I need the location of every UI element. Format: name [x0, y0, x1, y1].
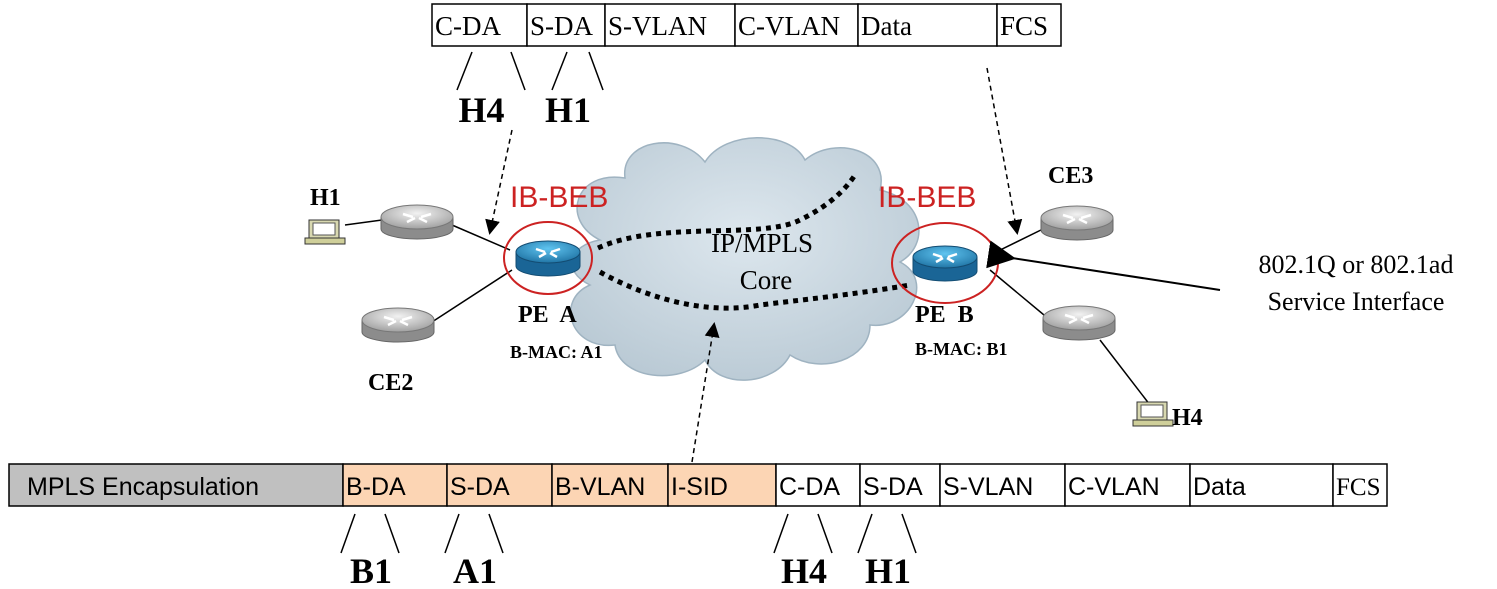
bottom-pbb-mpls-frame: MPLS Encapsulation B-DA S-DA B-VLAN I-SID C-D… [8, 463, 1388, 589]
top-field-label: C-DA [435, 11, 501, 41]
label-ce3: CE3 [1048, 163, 1093, 189]
pseudowire-upper [596, 173, 858, 251]
router-pe-b [891, 222, 999, 304]
workstation-h4 [1132, 401, 1174, 427]
router-icon [361, 307, 435, 343]
top-brace-right [510, 51, 526, 91]
bottom-field-label: I-SID [671, 473, 728, 501]
label-ib-beb-right: IB-BEB [878, 181, 976, 214]
top-header-address: H1 [545, 90, 591, 130]
bottom-field-label: FCS [1336, 474, 1380, 501]
mpls-core-cloud: IP/MPLS Core [570, 137, 920, 381]
top-field-box [526, 3, 606, 47]
core-label-line1: IP/MPLS [711, 228, 813, 258]
top-field-label: S-VLAN [608, 11, 707, 41]
router-icon [515, 240, 581, 277]
router-ce-h1 [380, 204, 454, 240]
link-ce4-h4 [1099, 339, 1151, 406]
bottom-brace-right [488, 513, 504, 554]
bottom-field-label: S-VLAN [943, 473, 1033, 501]
router-ce-h4 [1042, 305, 1116, 341]
bottom-field-label: C-DA [779, 473, 840, 501]
bottom-field-box [1332, 463, 1388, 507]
link-ce2-pea [431, 269, 513, 323]
ib-beb-ring-left [503, 221, 593, 295]
link-h1-ce [344, 219, 383, 226]
link-peb-ce3 [989, 227, 1046, 256]
router-ce2 [361, 307, 435, 343]
bottom-field-label: B-DA [346, 473, 406, 501]
label-h4-host: H4 [1172, 405, 1203, 431]
links [344, 219, 1151, 406]
bottom-brace-right [901, 513, 917, 554]
top-field-label: Data [861, 11, 912, 41]
top-field-label: S-DA [530, 11, 594, 41]
router-icon [912, 245, 978, 282]
workstation-icon [304, 219, 346, 245]
pseudowire-lower [598, 269, 911, 311]
label-h1-host: H1 [310, 185, 341, 211]
bottom-field-label: S-DA [450, 473, 510, 501]
bottom-field-box [667, 463, 777, 507]
bottom-brace-left [340, 513, 356, 554]
bottom-field-box [8, 463, 344, 507]
label-bmac-b: B-MAC: B1 [915, 339, 1008, 359]
bottom-brace-right [384, 513, 400, 554]
link-ce-pea [451, 224, 511, 251]
top-brace-right [588, 51, 604, 91]
router-ce3 [1040, 205, 1114, 241]
bottom-header-address: B1 [350, 551, 392, 589]
router-icon [1040, 205, 1114, 241]
bottom-brace-left [773, 513, 789, 554]
top-field-box [604, 3, 736, 47]
top-field-box [734, 3, 859, 47]
workstation-h1 [304, 219, 346, 245]
router-icon [1042, 305, 1116, 341]
workstation-icon [1132, 401, 1174, 427]
bottom-field-box [342, 463, 448, 507]
top-brace-left [456, 51, 473, 91]
router-icon [380, 204, 454, 240]
top-ethernet-frame: C-DA S-DA S-VLAN C-VLAN Data FCS H4 H1 [431, 3, 1062, 130]
cloud-icon [570, 137, 920, 381]
bottom-field-label: C-VLAN [1068, 473, 1160, 501]
link-peb-ce4 [989, 269, 1051, 321]
bottom-header-address: A1 [453, 551, 497, 589]
label-ce2: CE2 [368, 370, 413, 396]
bottom-header-address: H1 [865, 551, 911, 589]
service-interface-line1: 802.1Q or 802.1ad [1259, 250, 1454, 279]
bottom-field-box [939, 463, 1066, 507]
bottom-header-address: H4 [781, 551, 827, 589]
top-field-label: FCS [1000, 11, 1048, 41]
bottom-field-label: S-DA [863, 473, 923, 501]
top-field-box [857, 3, 998, 47]
bottom-brace-left [857, 513, 873, 554]
arrow-top-frame-to-peb [986, 67, 1023, 235]
top-field-box [996, 3, 1062, 47]
bottom-field-box [446, 463, 553, 507]
bottom-field-label: MPLS Encapsulation [27, 473, 259, 501]
label-ib-beb-left: IB-BEB [510, 181, 608, 214]
service-interface-arrow [986, 240, 1221, 291]
label-pe-a: PE A [518, 302, 577, 328]
router-pe-a [503, 221, 593, 295]
bottom-field-label: B-VLAN [555, 473, 645, 501]
bottom-field-box [1064, 463, 1191, 507]
top-header-address: H4 [458, 90, 504, 130]
bottom-field-box [551, 463, 669, 507]
bottom-field-label: Data [1193, 473, 1246, 501]
service-interface-line2: Service Interface [1268, 287, 1445, 316]
top-field-box [431, 3, 528, 47]
arrow-top-frame-to-pea [485, 129, 513, 235]
bottom-brace-left [444, 513, 460, 554]
top-field-label: C-VLAN [738, 11, 840, 41]
label-bmac-a: B-MAC: A1 [510, 342, 603, 362]
bottom-brace-right [817, 513, 833, 554]
core-label-line2: Core [740, 265, 793, 295]
label-pe-b: PE B [915, 302, 974, 328]
top-brace-left [551, 51, 568, 91]
